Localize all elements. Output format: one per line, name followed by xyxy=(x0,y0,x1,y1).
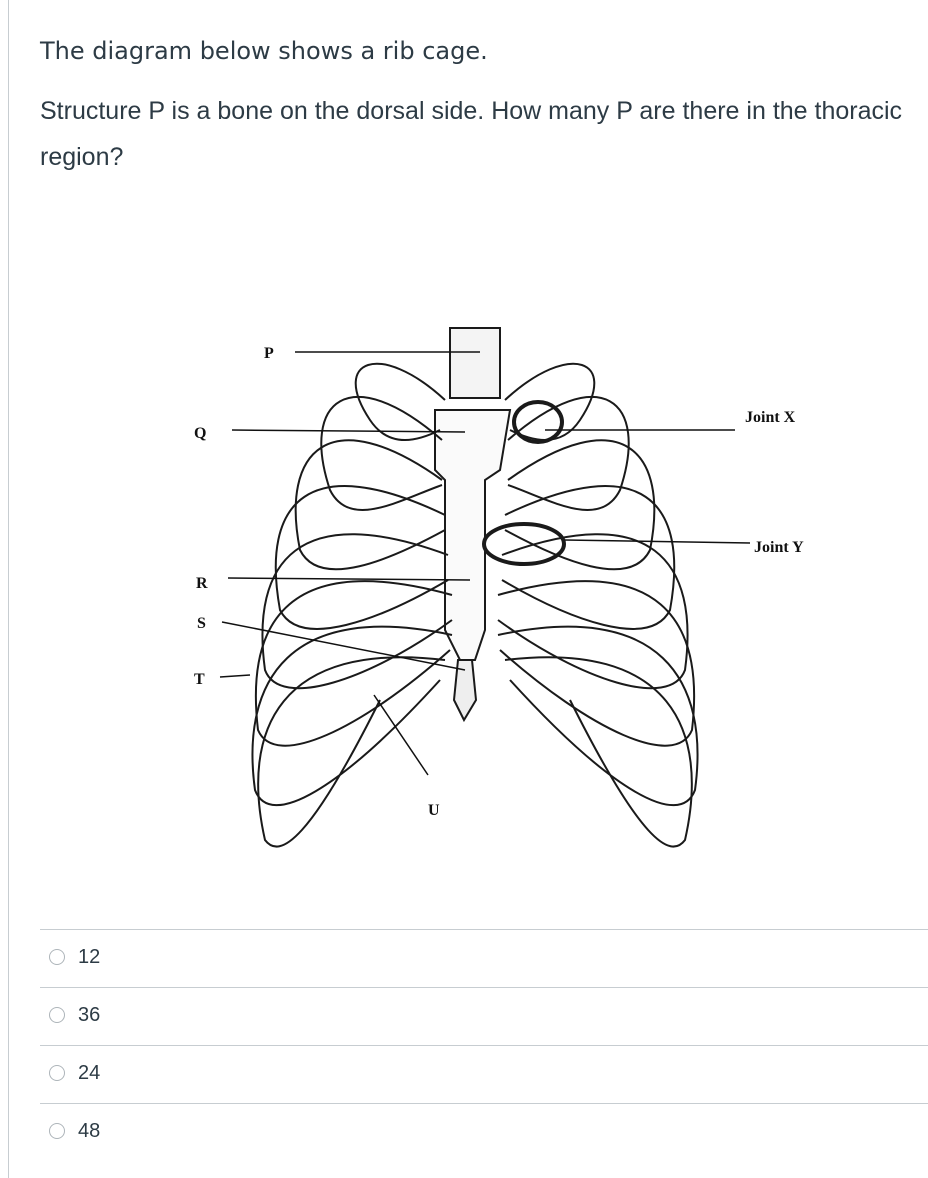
answer-option[interactable]: 48 xyxy=(40,1103,928,1161)
answer-option[interactable]: 12 xyxy=(40,929,928,987)
left-ribs xyxy=(251,362,453,848)
joint-y-circle xyxy=(482,522,566,566)
label-joint-y: Joint Y xyxy=(754,539,804,556)
xiphoid-shape xyxy=(452,659,478,723)
rib-cage-drawing: P Q R S T U Joint X Joint Y xyxy=(194,327,804,848)
label-u: U xyxy=(428,802,440,819)
label-t: T xyxy=(194,671,205,688)
right-ribs xyxy=(497,362,699,848)
radio-button[interactable] xyxy=(49,1123,65,1139)
label-lines xyxy=(219,351,751,776)
left-border xyxy=(8,0,9,1178)
radio-button[interactable] xyxy=(49,949,65,965)
label-joint-x: Joint X xyxy=(745,409,796,426)
radio-button[interactable] xyxy=(49,1007,65,1023)
question-text: The diagram below shows a rib cage. Stru… xyxy=(40,28,920,180)
answer-option[interactable]: 36 xyxy=(40,987,928,1045)
label-r: R xyxy=(196,575,208,592)
question-prompt: Structure P is a bone on the dorsal side… xyxy=(40,97,903,171)
answer-list: 12 36 24 48 xyxy=(40,929,928,1161)
answer-label: 48 xyxy=(78,1120,101,1142)
joint-x-circle xyxy=(512,400,564,444)
answer-label: 12 xyxy=(78,946,101,968)
question-intro: The diagram below shows a rib cage. xyxy=(40,37,488,65)
radio-button[interactable] xyxy=(49,1065,65,1081)
rib-cage-diagram: P Q R S T U Joint X Joint Y xyxy=(180,300,880,875)
label-q: Q xyxy=(194,425,206,442)
sternum-shape xyxy=(434,409,512,661)
vertebra-shape xyxy=(449,327,501,399)
answer-label: 24 xyxy=(78,1062,101,1084)
answer-label: 36 xyxy=(78,1004,101,1026)
label-p: P xyxy=(264,345,274,362)
label-s: S xyxy=(197,615,206,632)
answer-option[interactable]: 24 xyxy=(40,1045,928,1103)
